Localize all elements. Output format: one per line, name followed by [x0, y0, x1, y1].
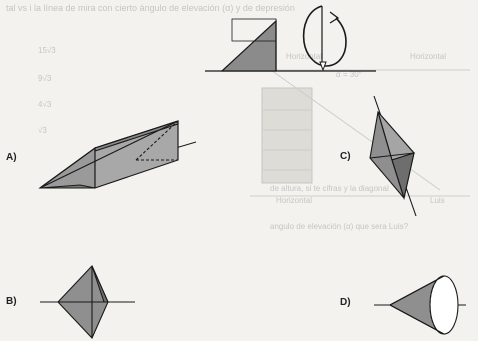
- option-a-letter: A): [6, 152, 17, 163]
- bleed-number-1: 15√3: [38, 46, 56, 55]
- bleed-number-2: 9√3: [38, 74, 52, 83]
- option-c-letter: C): [340, 151, 351, 162]
- bleed-horizontal-right: Horizontal: [410, 52, 447, 61]
- faint-background: [250, 67, 470, 197]
- bleed-horizontal-top: Horizontal: [286, 52, 323, 61]
- option-d-figure: [374, 275, 466, 335]
- option-d-letter: D): [340, 297, 351, 308]
- bleed-angle-elevation: angulo de elevación (α) que sera Luis?: [270, 222, 409, 231]
- header-fragment: tal vs i la línea de mira con cierto áng…: [6, 3, 295, 13]
- bleed-middle: de altura, si te cifras y la diagonal: [270, 184, 389, 193]
- option-a-figure: [38, 120, 197, 189]
- triangle-rotation-figure: [205, 5, 376, 72]
- bleed-alpha: α = 30°: [336, 70, 362, 79]
- bleed-number-3: 4√3: [38, 100, 52, 109]
- option-b-figure: [40, 265, 135, 339]
- option-c-figure: [369, 95, 417, 217]
- bleed-luis: Luis: [430, 196, 445, 205]
- bleed-number-4: √3: [38, 126, 47, 135]
- option-b-letter: B): [6, 296, 17, 307]
- bleed-horizontal-bottom: Horizontal: [276, 196, 313, 205]
